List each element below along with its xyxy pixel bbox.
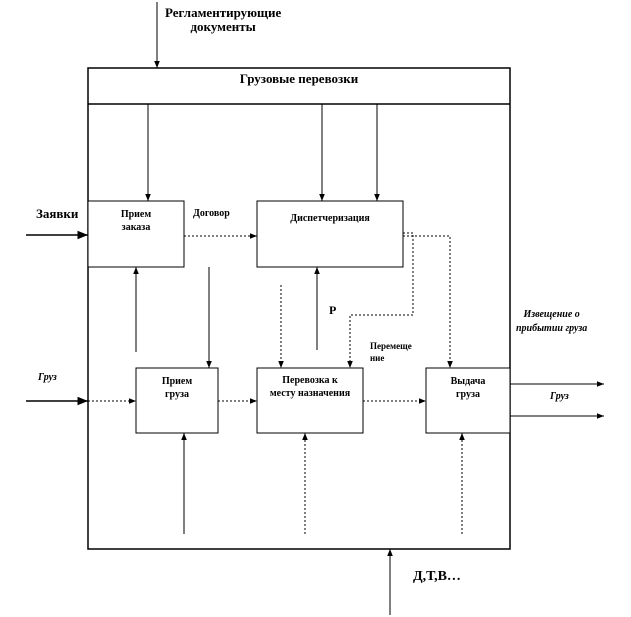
box-delivery[interactable] xyxy=(425,367,511,434)
arrow-movement xyxy=(347,232,414,368)
label-output-notice: Извещение о прибытии груза xyxy=(516,309,588,334)
main-frame xyxy=(87,67,511,550)
label-contract: Договор xyxy=(193,208,230,219)
box-delivery-title: Выдача груза xyxy=(450,376,486,400)
box-dispatch-title: Диспетчеризация xyxy=(290,213,370,224)
box-order[interactable] xyxy=(87,200,185,268)
label-input-cargo: Груз xyxy=(38,372,57,383)
label-movement: Перемеще ние xyxy=(370,341,412,363)
label-resources: Д,Т,В… xyxy=(413,569,461,584)
box-cargo-receipt-title: Прием груза xyxy=(161,376,193,400)
box-order-title: Прием заказа xyxy=(120,209,152,233)
box-dispatch[interactable] xyxy=(256,200,404,268)
main-title: Грузовые перевозки xyxy=(239,71,359,86)
label-output-cargo: Груз xyxy=(550,391,569,402)
label-requests: Заявки xyxy=(36,206,79,221)
label-p: Р xyxy=(329,303,337,317)
box-transport-title: Перевозка к месту назначения xyxy=(269,375,351,399)
label-regulations: Регламентирующие документы xyxy=(165,5,282,34)
